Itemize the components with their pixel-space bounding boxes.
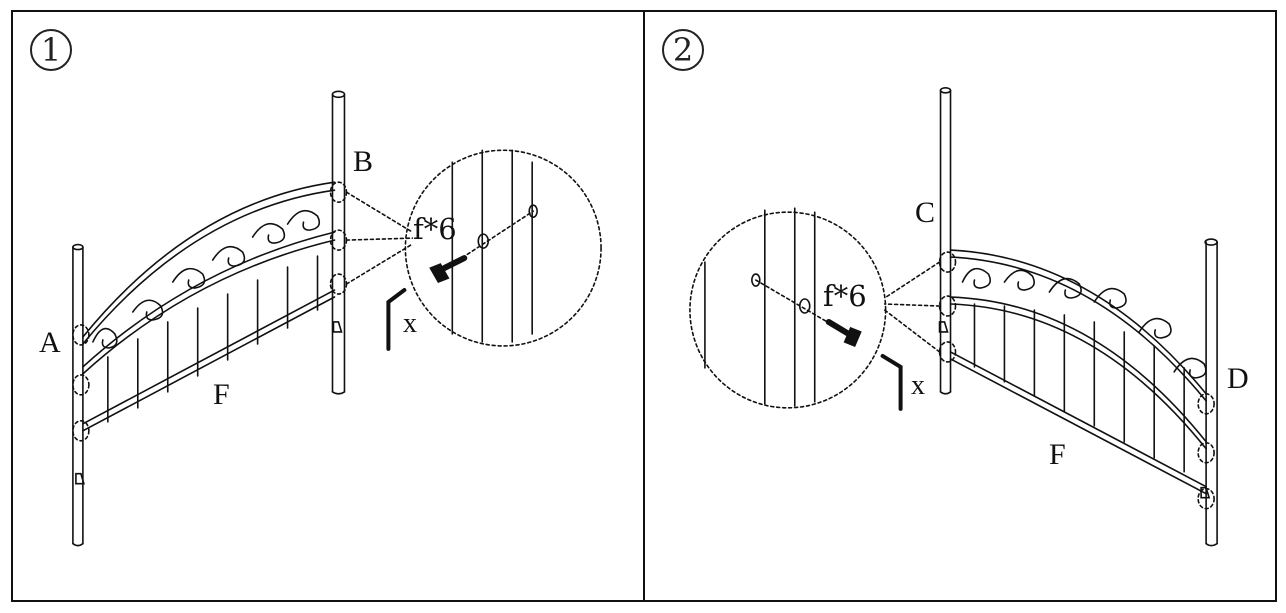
part-count: f*6: [413, 212, 457, 246]
step-number: 2: [672, 31, 694, 69]
bolt-icon: [429, 255, 468, 284]
instruction-frame: 1 A B F f*6 x: [11, 10, 1277, 602]
hole-icon: [751, 273, 761, 287]
fence-panel-f: [949, 249, 1207, 495]
connection-markers-2: [689, 211, 1215, 510]
tool-label: x: [911, 370, 925, 401]
post-c: [939, 87, 952, 395]
label-post-a: A: [39, 326, 61, 359]
hole-icon: [528, 204, 538, 218]
post-b: [331, 90, 346, 395]
allen-key-icon: [386, 288, 407, 351]
callout-detail-1: [436, 149, 538, 343]
label-post-b: B: [353, 145, 374, 178]
step-1-drawing: [72, 90, 602, 547]
label-fence-f: F: [213, 378, 230, 411]
label-post-d: D: [1227, 362, 1249, 395]
tool-label: x: [403, 308, 417, 339]
step-1-panel: 1 A B F f*6 x: [13, 12, 643, 600]
label-post-c: C: [915, 196, 936, 229]
part-count: f*6: [823, 279, 867, 313]
step-number-badge: 1: [30, 29, 72, 71]
step-2-drawing: [689, 87, 1218, 547]
fence-panel-f: [82, 181, 336, 432]
label-fence-f: F: [1049, 438, 1066, 471]
allen-key-icon: [880, 353, 903, 411]
bolt-icon: [825, 318, 862, 347]
connection-markers-1: [72, 149, 602, 442]
step-2-panel: 2 C D F f*6 x: [643, 12, 1275, 600]
step-number: 1: [40, 31, 62, 69]
post-d: [1204, 238, 1218, 547]
step-number-badge: 2: [662, 29, 704, 71]
